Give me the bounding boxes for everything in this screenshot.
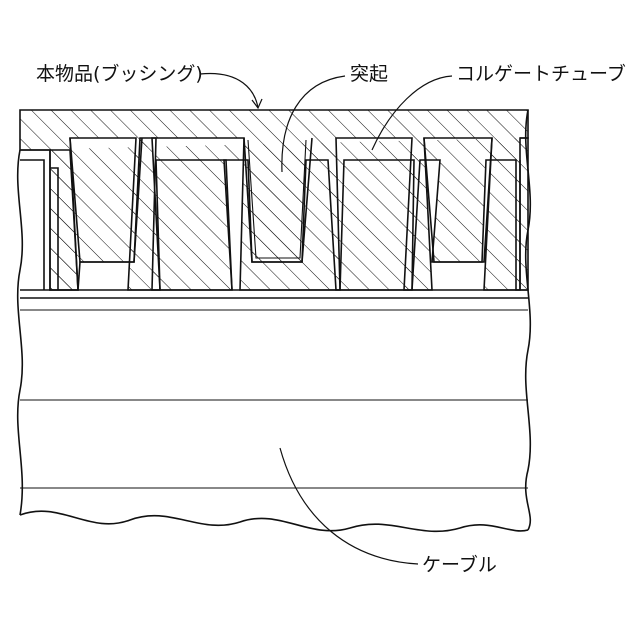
cable-leader bbox=[280, 448, 418, 564]
corrugated-tube-label: コルゲートチューブ bbox=[456, 62, 626, 85]
bushing-label: 本物品(ブッシング) bbox=[36, 62, 203, 85]
left-break-line bbox=[18, 150, 23, 515]
bottom-break-line bbox=[20, 511, 528, 531]
protrusion-label: 突起 bbox=[350, 63, 388, 85]
bushing-leader bbox=[200, 73, 258, 108]
cable-label: ケーブル bbox=[422, 553, 497, 576]
